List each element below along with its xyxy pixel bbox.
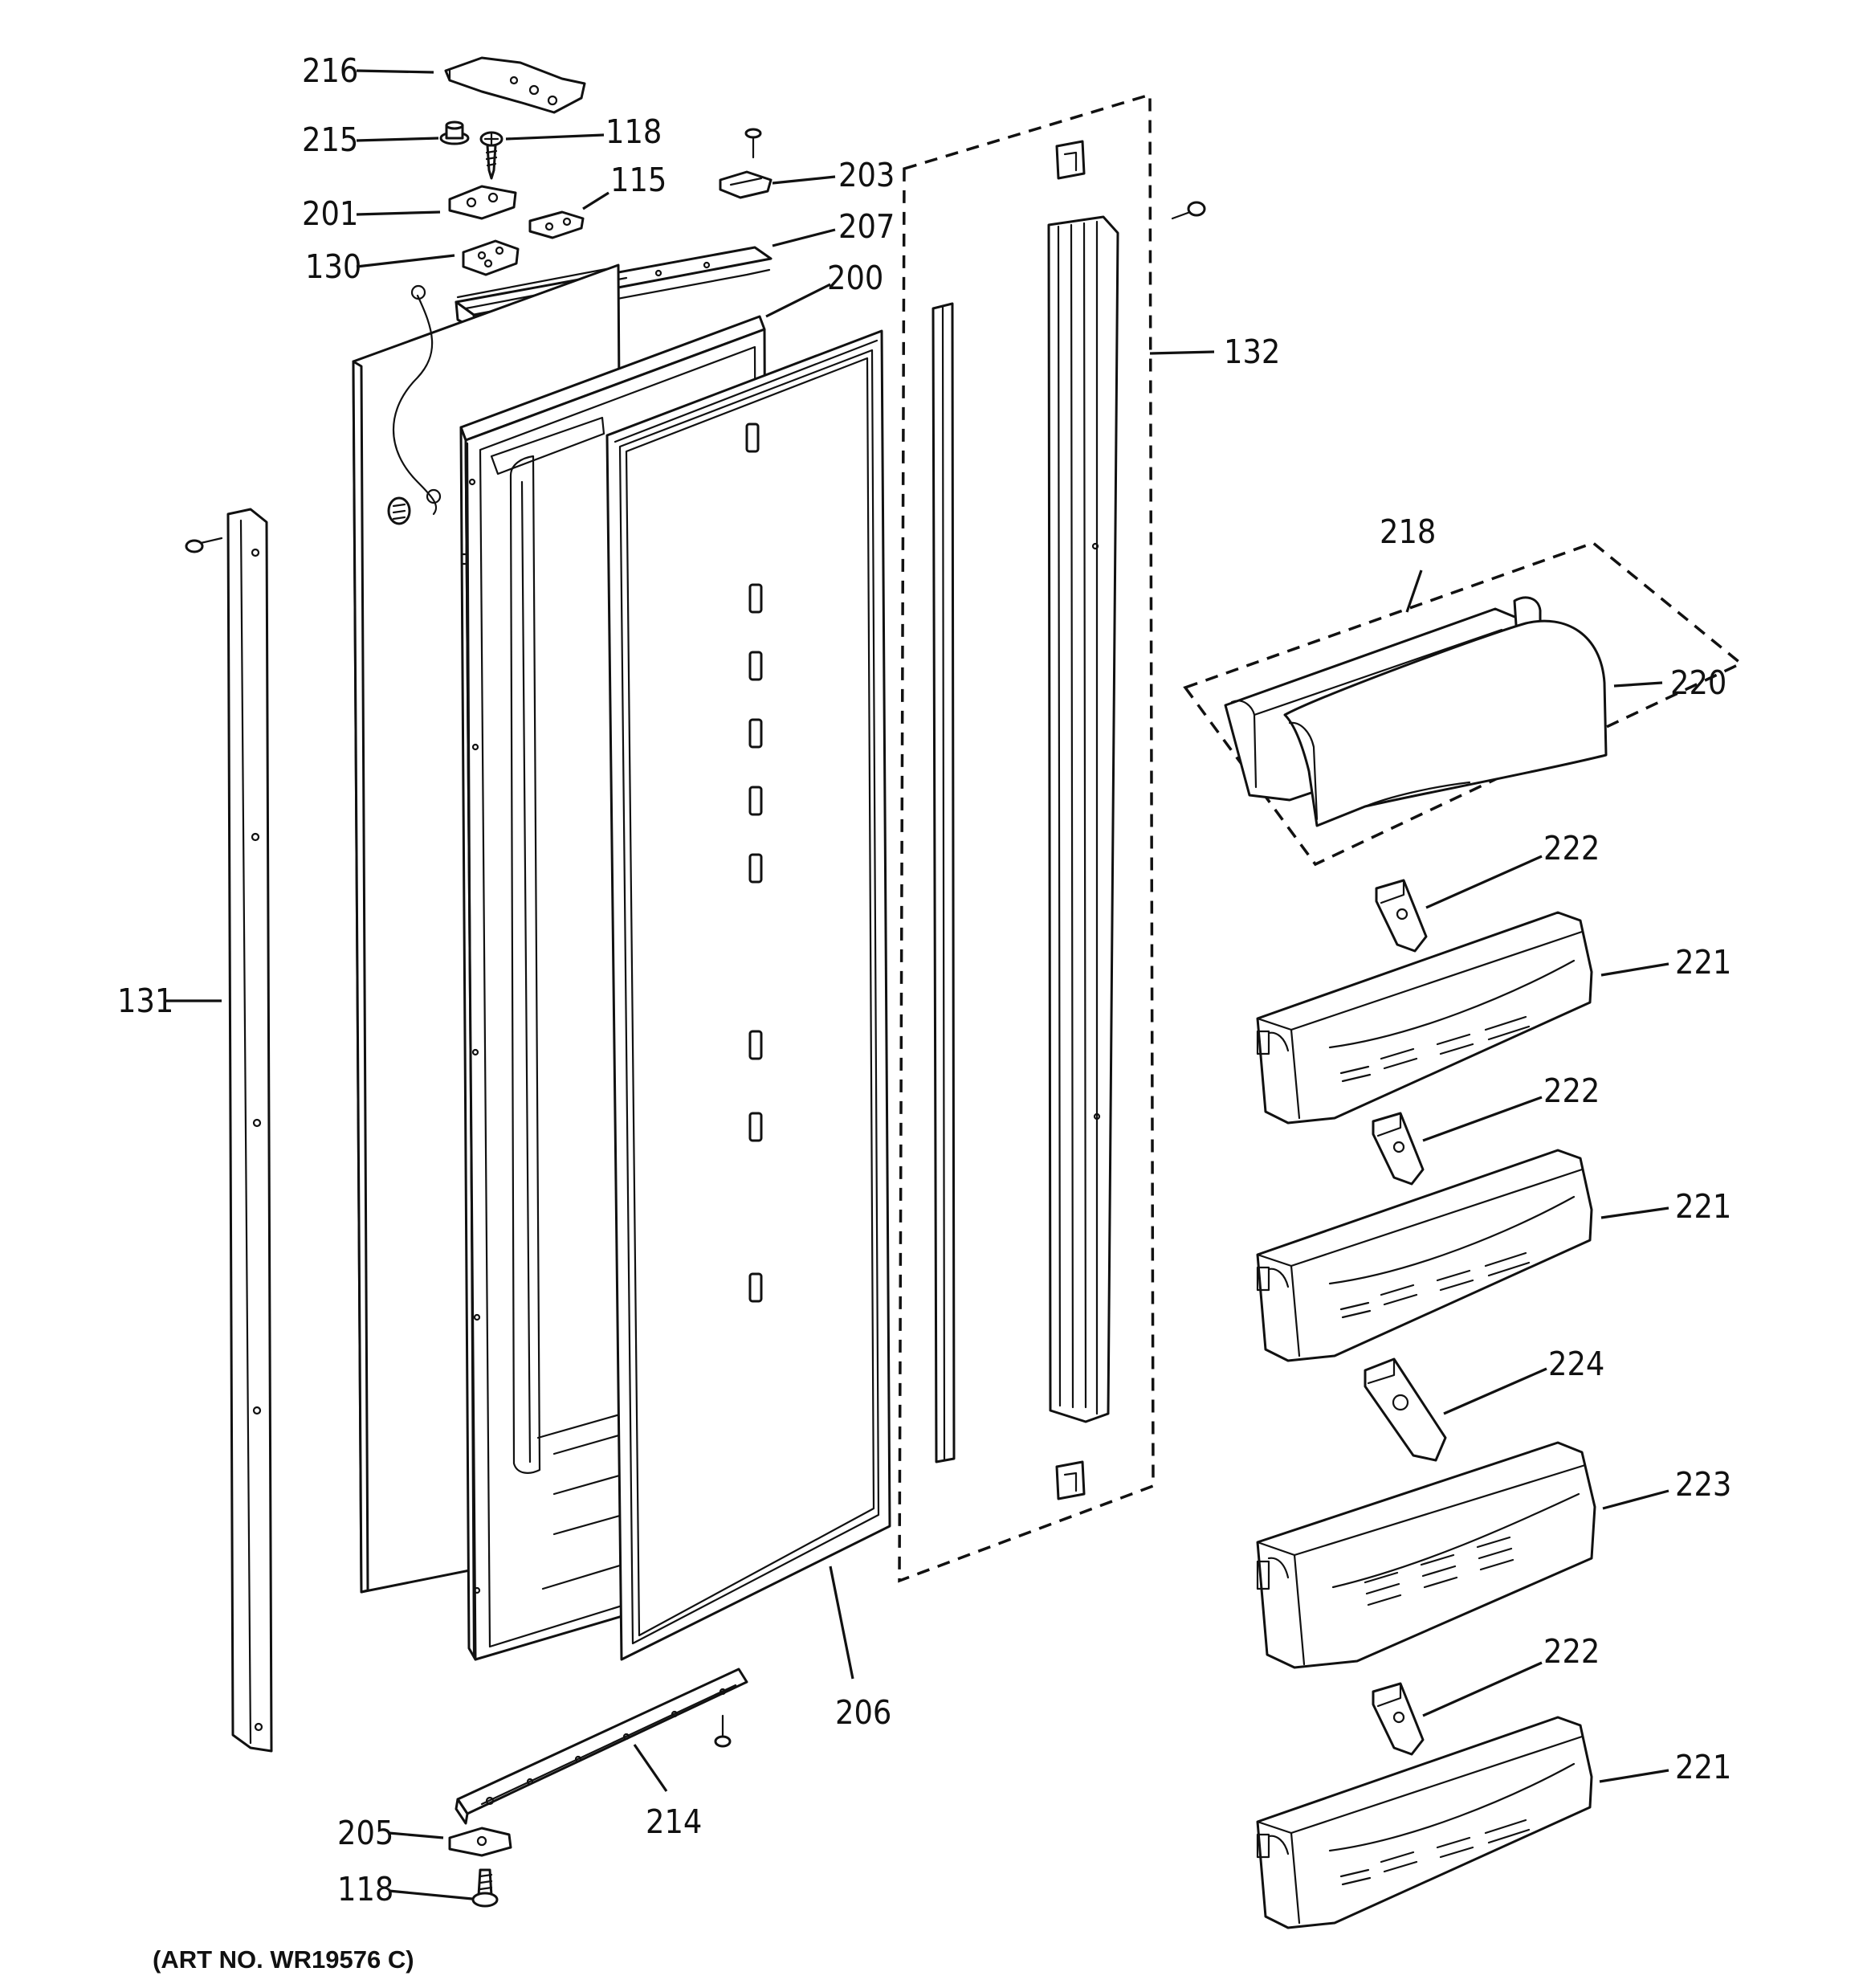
- top-hinge-216[interactable]: [444, 56, 586, 114]
- hinge-shim-201[interactable]: [448, 185, 517, 220]
- callout-220: 220: [1670, 663, 1726, 702]
- callout-207: 207: [838, 207, 895, 246]
- handle-seal-strip[interactable]: [932, 302, 956, 1463]
- callout-118-bottom: 118: [337, 1870, 393, 1908]
- screw-203-top[interactable]: [744, 128, 762, 159]
- hinge-pin-215[interactable]: [439, 120, 470, 145]
- bin-stop-222-b[interactable]: [1372, 1112, 1425, 1186]
- callout-224: 224: [1548, 1345, 1604, 1383]
- screw-131-top[interactable]: [185, 537, 223, 553]
- bin-stop-222-c[interactable]: [1372, 1682, 1425, 1756]
- liner-shelf-stops: [745, 423, 763, 1303]
- handle-clip-203[interactable]: [719, 170, 773, 199]
- door-bin-221-c[interactable]: [1256, 1716, 1593, 1929]
- bin-stop-224[interactable]: [1364, 1357, 1447, 1462]
- screw-118-top[interactable]: [479, 131, 503, 180]
- callout-221-b: 221: [1675, 1187, 1731, 1226]
- handle-end-cap-top[interactable]: [1055, 140, 1086, 180]
- bottom-channel-214[interactable]: [455, 1668, 748, 1825]
- handle-end-cap-bottom[interactable]: [1055, 1460, 1086, 1500]
- hinge-shim-130[interactable]: [462, 239, 520, 276]
- handle-assembly-132-boundary: [898, 92, 1155, 1583]
- hinge-shim-115[interactable]: [528, 210, 585, 239]
- callout-115: 115: [610, 161, 667, 199]
- callout-206: 206: [835, 1693, 891, 1732]
- callout-203: 203: [838, 156, 895, 194]
- callout-200: 200: [827, 259, 883, 297]
- callout-216: 216: [302, 51, 358, 90]
- bottom-hinge-205[interactable]: [448, 1827, 512, 1857]
- callout-222-a: 222: [1543, 829, 1600, 867]
- callout-118-top: 118: [605, 112, 662, 151]
- callout-215: 215: [302, 120, 358, 159]
- handle-screw-top[interactable]: [1171, 201, 1206, 220]
- side-trim-131[interactable]: [226, 508, 273, 1753]
- door-bin-223[interactable]: [1256, 1441, 1596, 1669]
- door-handle-132[interactable]: [1047, 215, 1119, 1423]
- bin-cover-220[interactable]: [1283, 619, 1608, 827]
- screw-118-bottom[interactable]: [471, 1868, 499, 1908]
- callout-222-c: 222: [1543, 1632, 1600, 1671]
- callout-131: 131: [117, 982, 173, 1020]
- callout-205: 205: [337, 1814, 393, 1852]
- leader-lines: [164, 69, 1669, 1900]
- callout-223: 223: [1675, 1465, 1731, 1504]
- door-bin-221-b[interactable]: [1256, 1149, 1593, 1362]
- bin-assembly-218-boundary: [1183, 541, 1744, 867]
- callout-130: 130: [305, 247, 361, 286]
- callout-132: 132: [1224, 333, 1280, 371]
- callout-222-b: 222: [1543, 1072, 1600, 1110]
- callout-221-c: 221: [1675, 1748, 1731, 1786]
- screw-bottom-channel[interactable]: [714, 1714, 732, 1748]
- art-number: (ART NO. WR19576 C): [153, 1945, 414, 1974]
- ground-wire[interactable]: [387, 284, 442, 525]
- bin-stop-222-a[interactable]: [1375, 879, 1428, 953]
- callout-218: 218: [1380, 512, 1436, 551]
- callout-221-a: 221: [1675, 943, 1731, 982]
- callout-214: 214: [646, 1802, 702, 1841]
- door-gasket-206[interactable]: [605, 329, 891, 1661]
- door-bin-221-a[interactable]: [1256, 911, 1593, 1125]
- callout-201: 201: [302, 194, 358, 233]
